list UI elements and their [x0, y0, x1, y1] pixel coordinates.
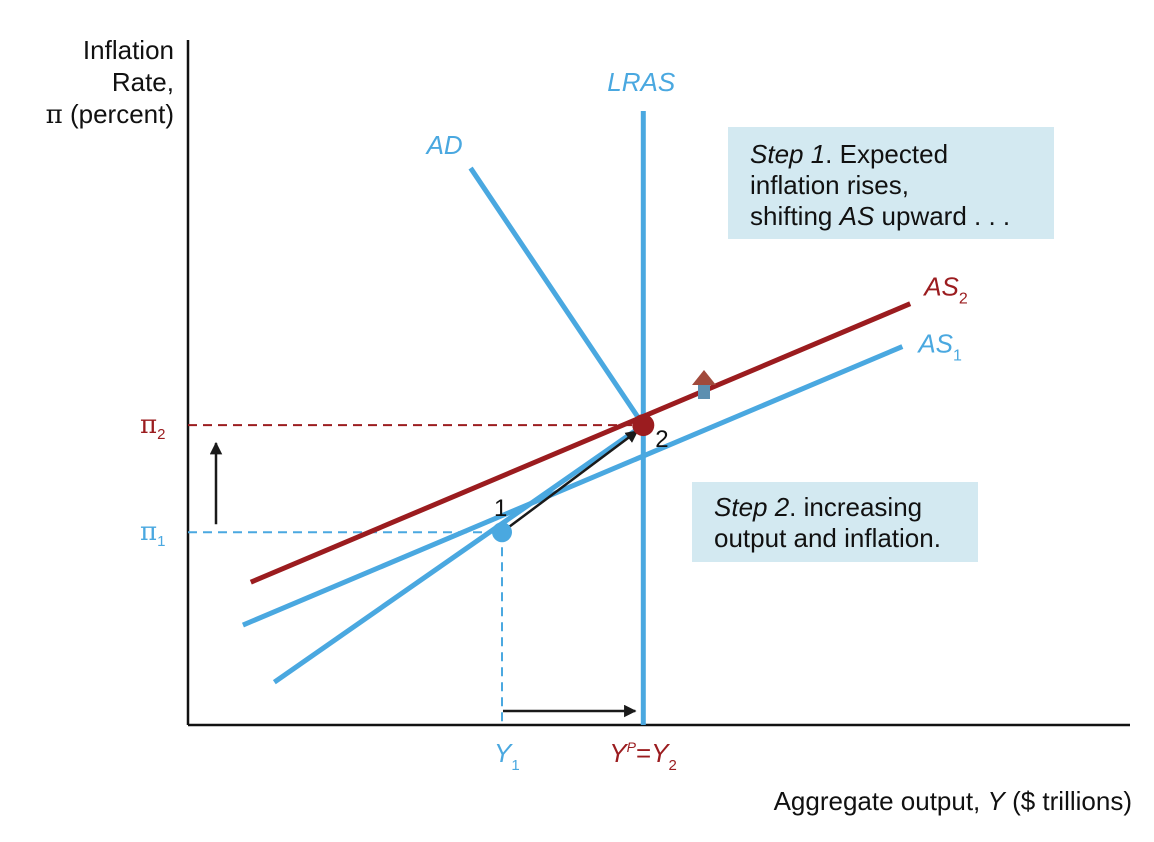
label-as2: AS2	[922, 272, 968, 308]
step1-line1: Step 1. Expected	[750, 139, 1054, 170]
x-tick-label-yp-y2: YP=Y2	[609, 738, 677, 774]
series-line-ad	[468, 166, 646, 427]
x-tick-label-y1: Y1	[494, 738, 520, 774]
y-tick-label-pi1: π1	[140, 517, 165, 550]
x-axis-label-var: Y	[987, 786, 1005, 816]
step1-text3: shifting	[750, 201, 840, 231]
label-as1: AS1	[916, 329, 962, 365]
point-label-2: 2	[655, 426, 668, 453]
step1-text1: . Expected	[825, 139, 949, 169]
step2-step-label: Step 2	[714, 492, 790, 522]
annotation-step1: Step 1. Expected inflation rises, shifti…	[728, 127, 1054, 239]
x-axis-label-post: ($ trillions)	[1004, 786, 1132, 816]
as-shift-arrowhead	[692, 370, 716, 385]
y-axis-pi-symbol: π	[45, 100, 63, 130]
label-lras: LRAS	[607, 67, 676, 97]
x-axis-label-pre: Aggregate output,	[773, 786, 988, 816]
y-axis-label-line2: Rate,	[111, 67, 174, 97]
step2-text1: . increasing	[789, 492, 923, 522]
equilibrium-point-2	[632, 414, 655, 437]
step2-line1: Step 2. increasing	[714, 492, 978, 523]
y-axis-label: Inflation Rate, π (percent)	[46, 34, 174, 131]
series-line-ad-shift	[272, 423, 645, 685]
y-axis-unit: (percent)	[62, 99, 174, 129]
x-axis-label: Aggregate output, Y ($ trillions)	[774, 786, 1132, 817]
series-line-as1	[241, 344, 904, 628]
label-ad: AD	[425, 130, 463, 160]
step1-line2: inflation rises,	[750, 170, 909, 200]
y-axis-label-line3: π (percent)	[46, 98, 174, 131]
equilibrium-point-1	[492, 522, 512, 543]
movement-arrow-1-to-2	[501, 430, 639, 534]
step1-tail: upward . . .	[874, 201, 1011, 231]
as-shift-stem	[698, 384, 710, 399]
series-line-as2	[249, 301, 912, 585]
step1-as: AS	[839, 201, 875, 231]
step1-step-label: Step 1	[750, 139, 826, 169]
y-axis-label-line1: Inflation	[82, 35, 174, 65]
step1-line3: shifting AS upward . . .	[750, 201, 1054, 232]
y-tick-label-pi2: π2	[140, 410, 165, 443]
step2-line2: output and inflation.	[714, 523, 941, 553]
annotation-step2: Step 2. increasing output and inflation.	[692, 482, 978, 562]
point-label-1: 1	[494, 495, 507, 522]
